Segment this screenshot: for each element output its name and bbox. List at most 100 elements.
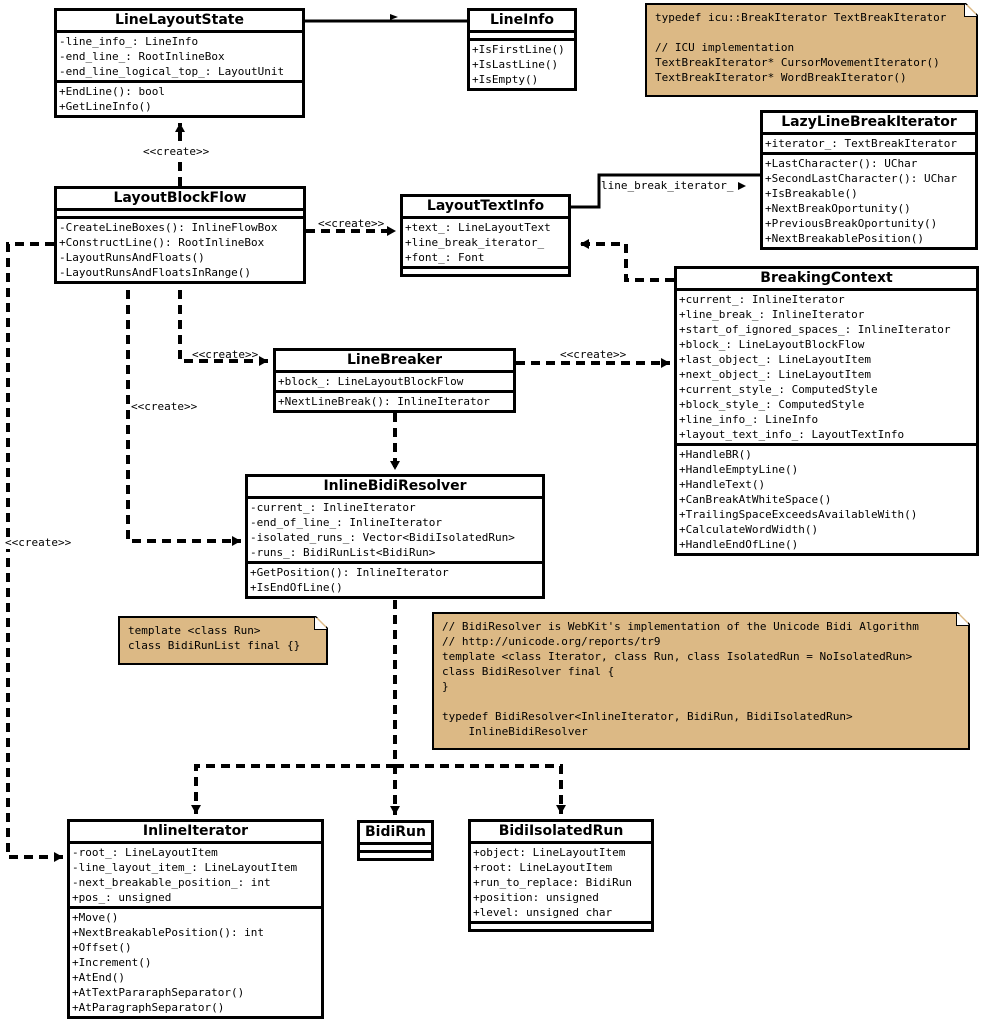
method: +NextBreakablePosition() — [765, 232, 924, 245]
class-title: LineBreaker — [276, 351, 513, 373]
attribute: +current_style_: ComputedStyle — [679, 383, 878, 396]
class-line-breaker: LineBreaker +block_: LineLayoutBlockFlow… — [273, 348, 516, 413]
create-label-textinfo: <<create>> — [318, 217, 385, 230]
class-title: LineInfo — [470, 11, 574, 33]
methods-section: +LastCharacter(): UChar +SecondLastChara… — [763, 155, 975, 247]
method: +SecondLastCharacter(): UChar — [765, 172, 958, 185]
method: +CalculateWordWidth() — [679, 523, 819, 536]
create-label-resolver: <<create>> — [131, 400, 198, 413]
attribute: +next_object_: LineLayoutItem — [679, 368, 872, 381]
method: +Move() — [72, 911, 119, 924]
attribute: +root: LineLayoutItem — [473, 861, 613, 874]
class-title: InlineBidiResolver — [248, 477, 542, 499]
create-edge-blockflow-linebreaker — [178, 290, 268, 366]
method: +GetPosition(): InlineIterator — [250, 566, 449, 579]
attribute: -runs_: BidiRunList<BidiRun> — [250, 546, 436, 559]
note-bidi-resolver: // BidiResolver is WebKit's implementati… — [432, 612, 970, 750]
methods-section — [471, 924, 651, 929]
class-layout-block-flow: LayoutBlockFlow -CreateLineBoxes(): Inli… — [54, 186, 306, 284]
class-layout-text-info: LayoutTextInfo +text_: LineLayoutText +l… — [400, 194, 571, 277]
attributes-section: +iterator_: TextBreakIterator — [763, 135, 975, 155]
attribute: +last_object_: LineLayoutItem — [679, 353, 872, 366]
attributes-section: +current_: InlineIterator +line_break_: … — [677, 291, 976, 446]
attribute: +line_info_: LineInfo — [679, 413, 819, 426]
methods-section — [360, 853, 431, 858]
methods-section — [403, 269, 568, 274]
class-lazy-line-break-iterator: LazyLineBreakIterator +iterator_: TextBr… — [760, 110, 978, 250]
method: +NextBreakOportunity() — [765, 202, 911, 215]
attribute: -end_of_line_: InlineIterator — [250, 516, 443, 529]
attribute: +start_of_ignored_spaces_: InlineIterato… — [679, 323, 951, 336]
class-line-layout-state: LineLayoutState -line_info_: LineInfo -e… — [54, 8, 305, 118]
method: +PreviousBreakOportunity() — [765, 217, 938, 230]
class-bidi-isolated-run: BidiIsolatedRun +object: LineLayoutItem … — [468, 819, 654, 932]
create-label-iterator: <<create>> — [5, 536, 72, 549]
attributes-section: -root_: LineLayoutItem -line_layout_item… — [70, 844, 321, 909]
method: +IsEndOfLine() — [250, 581, 343, 594]
class-title: BreakingContext — [677, 269, 976, 291]
class-title: LayoutTextInfo — [403, 197, 568, 219]
methods-section: +Move() +NextBreakablePosition(): int +O… — [70, 909, 321, 1016]
method: +NextLineBreak(): InlineIterator — [278, 395, 490, 408]
dependency-edge-resolver-iterator — [191, 764, 395, 814]
create-edge-blockflow-iterator — [6, 242, 63, 862]
attributes-section — [57, 211, 303, 219]
attribute: -end_line_: RootInlineBox — [59, 50, 225, 63]
method: -LayoutRunsAndFloatsInRange() — [59, 266, 252, 279]
method: +HandleText() — [679, 478, 766, 491]
method: +TrailingSpaceExceedsAvailableWith() — [679, 508, 918, 521]
method: +EndLine(): bool — [59, 85, 165, 98]
attribute: -next_breakable_position_: int — [72, 876, 271, 889]
create-label-state: <<create>> — [143, 145, 210, 158]
class-inline-iterator: InlineIterator -root_: LineLayoutItem -l… — [67, 819, 324, 1019]
methods-section: +IsFirstLine() +IsLastLine() +IsEmpty() — [470, 41, 574, 88]
methods-section: +EndLine(): bool +GetLineInfo() — [57, 83, 302, 115]
attribute: +position: unsigned — [473, 891, 599, 904]
assoc-arrow-state-info — [390, 14, 398, 20]
dependency-edge-context-textinfo — [580, 239, 674, 282]
attribute: +run_to_replace: BidiRun — [473, 876, 632, 889]
method: +HandleEmptyLine() — [679, 463, 799, 476]
attribute: +font_: Font — [405, 251, 485, 264]
method: +IsFirstLine() — [472, 43, 565, 56]
method: +HandleBR() — [679, 448, 752, 461]
create-label-context: <<create>> — [560, 348, 627, 361]
assoc-arrow-textinfo-lazy — [738, 182, 746, 190]
class-bidi-run: BidiRun — [357, 820, 434, 861]
attributes-section — [360, 845, 431, 853]
method: +GetLineInfo() — [59, 100, 152, 113]
method: +NextBreakablePosition(): int — [72, 926, 265, 939]
attribute: -line_info_: LineInfo — [59, 35, 199, 48]
note-fold-icon — [964, 3, 978, 17]
methods-section: -CreateLineBoxes(): InlineFlowBox +Const… — [57, 219, 303, 281]
method: +ConstructLine(): RootInlineBox — [59, 236, 265, 249]
class-inline-bidi-resolver: InlineBidiResolver -current_: InlineIter… — [245, 474, 545, 599]
class-line-info: LineInfo +IsFirstLine() +IsLastLine() +I… — [467, 8, 577, 91]
note-fold-icon — [956, 612, 970, 626]
attributes-section: -line_info_: LineInfo -end_line_: RootIn… — [57, 33, 302, 83]
attributes-section: +text_: LineLayoutText +line_break_itera… — [403, 219, 568, 269]
note-text-break-iterator: typedef icu::BreakIterator TextBreakIter… — [645, 3, 978, 97]
attribute: +block_: LineLayoutBlockFlow — [679, 338, 865, 351]
class-title: InlineIterator — [70, 822, 321, 844]
method: +AtParagraphSeparator() — [72, 1001, 225, 1014]
attributes-section — [470, 33, 574, 41]
attribute: +line_break_iterator_ — [405, 236, 545, 249]
method: +Increment() — [72, 956, 152, 969]
attribute: +text_: LineLayoutText — [405, 221, 551, 234]
note-bidi-run-list: template <class Run> class BidiRunList f… — [118, 616, 328, 665]
method: +AtTextPararaphSeparator() — [72, 986, 245, 999]
method: +Offset() — [72, 941, 132, 954]
role-label-line-break-iterator: line_break_iterator_ — [601, 179, 734, 192]
method: +IsBreakable() — [765, 187, 858, 200]
create-edge-blockflow-resolver — [126, 290, 241, 546]
attribute: -end_line_logical_top_: LayoutUnit — [59, 65, 285, 78]
method: +IsLastLine() — [472, 58, 559, 71]
attribute: +line_break_: InlineIterator — [679, 308, 865, 321]
method: +IsEmpty() — [472, 73, 539, 86]
class-title: BidiRun — [360, 823, 431, 845]
methods-section: +NextLineBreak(): InlineIterator — [276, 393, 513, 410]
attribute: -line_layout_item_: LineLayoutItem — [72, 861, 298, 874]
